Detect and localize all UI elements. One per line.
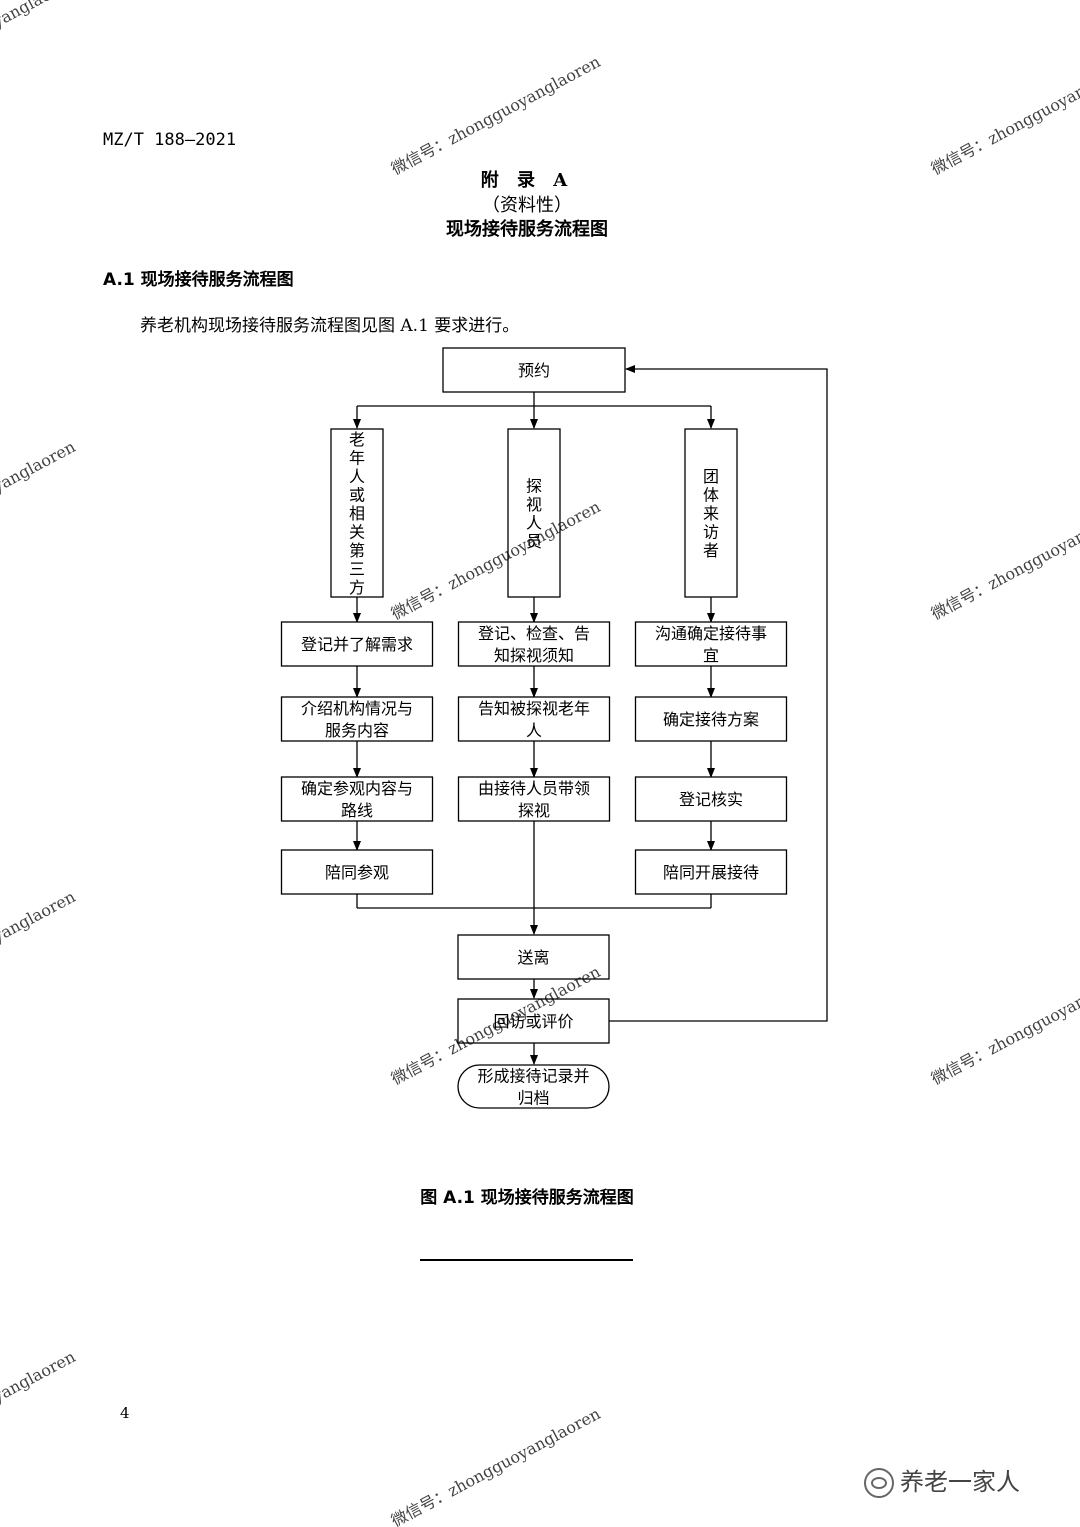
category-box-3-char: 者	[703, 541, 719, 560]
step-box-1-1-frame	[280, 621, 434, 667]
step-box-1-1-text: 登记并了解需求	[301, 635, 413, 654]
step-box-3-4-text: 陪同开展接待	[663, 863, 759, 882]
annex-label: 附 录 A	[480, 170, 574, 191]
section-heading: A.1 现场接待服务流程图	[103, 270, 294, 290]
category-box-1-char: 相	[349, 504, 365, 523]
feedback-loop-line	[609, 365, 828, 1022]
step-box-3-2-frame	[634, 696, 788, 742]
step-box-2-3-text: 由接待人员带领	[478, 779, 590, 798]
category-box-3-char: 体	[703, 486, 719, 505]
category-box-3-char: 访	[703, 523, 719, 542]
category-box-1-char: 第	[349, 541, 365, 560]
category-box-2-char: 员	[526, 532, 542, 551]
step-box-1-2-text: 服务内容	[325, 721, 389, 740]
send-off-node-frame	[457, 934, 610, 980]
category-box-1-char: 老	[349, 430, 365, 449]
step-box-2-2-text: 人	[526, 721, 542, 740]
category-box-1-char: 人	[349, 467, 365, 486]
category-box-3-char: 团	[703, 467, 719, 486]
step-box-3-3-frame	[634, 776, 788, 822]
step-box-1-3-text: 路线	[341, 801, 373, 820]
category-box-1-char: 三	[349, 560, 365, 579]
step-box-1-2-frame	[280, 696, 434, 742]
step-box-3-1-text: 宜	[703, 646, 719, 665]
step-box-1-1: 登记并了解需求	[280, 621, 434, 667]
step-box-3-4: 陪同开展接待	[634, 849, 788, 895]
category-box-2-char: 人	[526, 513, 542, 532]
end-node-archive-frame	[457, 1064, 610, 1109]
wechat-account: 养老一家人	[900, 1468, 1020, 1496]
send-off-node: 送离	[457, 934, 610, 980]
category-box-1-char: 方	[349, 578, 365, 597]
start-node-reservation-text: 预约	[518, 361, 550, 380]
category-box-2-frame	[507, 428, 561, 598]
end-node-archive-text: 归档	[517, 1089, 549, 1108]
step-box-2-3-frame	[457, 776, 611, 822]
step-box-3-2: 确定接待方案	[634, 696, 788, 742]
step-box-2-2-text: 告知被探视老年	[478, 699, 590, 718]
step-box-2-1-frame	[457, 621, 611, 667]
send-off-node-text: 送离	[517, 948, 549, 967]
step-box-1-2-text: 介绍机构情况与	[301, 699, 413, 718]
step-box-2-1-text: 知探视须知	[494, 646, 574, 665]
category-box-3-frame	[684, 428, 738, 598]
step-box-1-4: 陪同参观	[280, 849, 434, 895]
end-node-archive-text: 形成接待记录并	[477, 1067, 589, 1086]
start-node-reservation: 预约	[442, 347, 626, 393]
category-box-1-frame	[330, 428, 384, 598]
wechat-icon	[864, 1468, 894, 1498]
step-box-3-3: 登记核实	[634, 776, 788, 822]
page-number: 4	[120, 1404, 130, 1422]
category-box-1-char: 关	[349, 523, 365, 542]
step-box-3-4-frame	[634, 849, 788, 895]
end-rule	[420, 1259, 633, 1261]
figure-caption: 图 A.1 现场接待服务流程图	[420, 1188, 634, 1208]
category-box-1-char: 年	[349, 449, 365, 468]
step-box-2-1-text: 登记、检查、告	[478, 624, 590, 643]
step-box-1-3-frame	[280, 776, 434, 822]
category-box-1-char: 或	[349, 486, 365, 505]
step-box-2-3-text: 探视	[518, 801, 550, 820]
annex-title: 现场接待服务流程图	[446, 219, 608, 240]
step-box-2-2-frame	[457, 696, 611, 742]
start-node-reservation-frame	[442, 347, 626, 393]
step-box-3-1-frame	[634, 621, 788, 667]
step-box-1-4-frame	[280, 849, 434, 895]
step-box-1-3-text: 确定参观内容与	[301, 779, 413, 798]
category-box-3-char: 来	[703, 504, 719, 523]
follow-up-node-text: 回访或评价	[493, 1012, 573, 1031]
standard-code: MZ/T 188—2021	[103, 130, 237, 150]
step-box-3-3-text: 登记核实	[679, 790, 743, 809]
intro-paragraph: 养老机构现场接待服务流程图见图 A.1 要求进行。	[140, 316, 520, 336]
step-box-3-2-text: 确定接待方案	[663, 710, 759, 729]
annex-nature: （资料性）	[482, 195, 572, 216]
category-box-2-char: 探	[526, 476, 542, 495]
step-box-1-4-text: 陪同参观	[325, 863, 389, 882]
category-box-2-char: 视	[526, 495, 542, 514]
follow-up-node: 回访或评价	[457, 998, 610, 1044]
step-box-3-1-text: 沟通确定接待事	[655, 624, 767, 643]
follow-up-node-frame	[457, 998, 610, 1044]
wechat-watermark: 养老一家人	[864, 1462, 1020, 1498]
